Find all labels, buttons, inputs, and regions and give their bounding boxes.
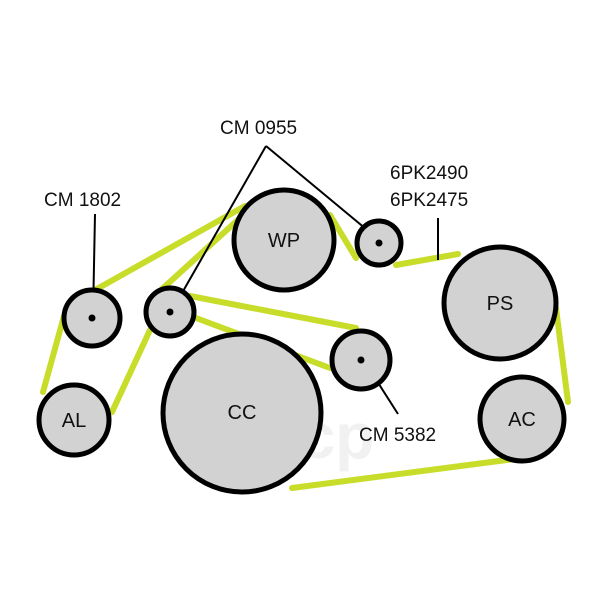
pulley-wp-label: WP	[268, 230, 300, 252]
idler-cm5382	[329, 328, 393, 392]
idler-cm0955-left	[143, 285, 197, 339]
callout-cm0955: CM 0955	[220, 118, 297, 139]
pulley-cc-label: CC	[228, 402, 257, 424]
pulley-al: AL	[36, 382, 112, 458]
pulley-cc: CC	[160, 331, 324, 495]
pulley-ps-label: PS	[487, 293, 514, 315]
idler-cm0955-right	[354, 218, 404, 268]
tensioner-cm1802	[61, 287, 123, 349]
callout-6pk2475: 6PK2475	[390, 190, 468, 211]
leader-cm0955-a	[173, 145, 267, 308]
callout-6pk2490: 6PK2490	[390, 163, 468, 184]
leader-cm0955-b	[265, 145, 379, 240]
callout-cm5382: CM 5382	[359, 425, 436, 446]
pulley-ac-label: AC	[508, 409, 536, 431]
pulley-ps: PS	[441, 244, 559, 362]
callout-cm1802: CM 1802	[44, 190, 121, 211]
leader-lines	[92, 145, 439, 415]
pulley-ac: AC	[477, 374, 567, 464]
pulley-wp: WP	[231, 187, 337, 293]
pulley-al-label: AL	[62, 410, 86, 432]
